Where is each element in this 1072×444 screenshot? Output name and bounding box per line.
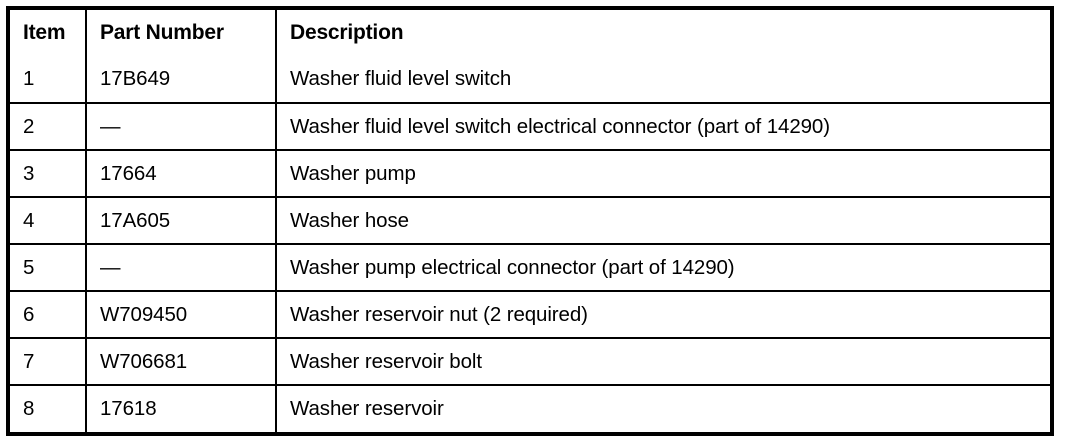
cell-part-number: 17618 [86, 385, 277, 432]
cell-part-number: 17B649 [86, 56, 277, 104]
column-header-part-number: Part Number [86, 10, 277, 56]
cell-item: 8 [10, 385, 87, 432]
cell-item: 7 [10, 338, 87, 386]
cell-item: 4 [10, 197, 87, 245]
cell-part-number: 17A605 [86, 197, 277, 245]
table-row: 2 — Washer fluid level switch electrical… [10, 103, 1050, 151]
table-row: 4 17A605 Washer hose [10, 197, 1050, 245]
cell-item: 3 [10, 150, 87, 198]
cell-item: 1 [10, 56, 87, 104]
table-row: 8 17618 Washer reservoir [10, 385, 1050, 432]
cell-part-number: W706681 [86, 338, 277, 386]
column-header-description: Description [276, 10, 1050, 56]
cell-part-number: — [86, 244, 277, 292]
cell-part-number: 17664 [86, 150, 277, 198]
cell-description: Washer fluid level switch electrical con… [276, 103, 1050, 151]
column-header-item: Item [10, 10, 87, 56]
cell-description: Washer reservoir bolt [276, 338, 1050, 386]
cell-description: Washer fluid level switch [276, 56, 1050, 104]
cell-description: Washer reservoir nut (2 required) [276, 291, 1050, 339]
cell-item: 2 [10, 103, 87, 151]
parts-table-container: Item Part Number Description 1 17B649 Wa… [6, 6, 1054, 436]
table-row: 5 — Washer pump electrical connector (pa… [10, 244, 1050, 292]
table-row: 7 W706681 Washer reservoir bolt [10, 338, 1050, 386]
table-body: 1 17B649 Washer fluid level switch 2 — W… [10, 56, 1050, 432]
cell-item: 5 [10, 244, 87, 292]
parts-table: Item Part Number Description 1 17B649 Wa… [10, 10, 1050, 432]
cell-description: Washer pump [276, 150, 1050, 198]
cell-part-number: W709450 [86, 291, 277, 339]
cell-description: Washer pump electrical connector (part o… [276, 244, 1050, 292]
table-header-row: Item Part Number Description [10, 10, 1050, 56]
cell-item: 6 [10, 291, 87, 339]
cell-description: Washer hose [276, 197, 1050, 245]
cell-description: Washer reservoir [276, 385, 1050, 432]
table-header: Item Part Number Description [10, 10, 1050, 56]
table-row: 3 17664 Washer pump [10, 150, 1050, 198]
table-row: 6 W709450 Washer reservoir nut (2 requir… [10, 291, 1050, 339]
table-row: 1 17B649 Washer fluid level switch [10, 56, 1050, 104]
cell-part-number: — [86, 103, 277, 151]
